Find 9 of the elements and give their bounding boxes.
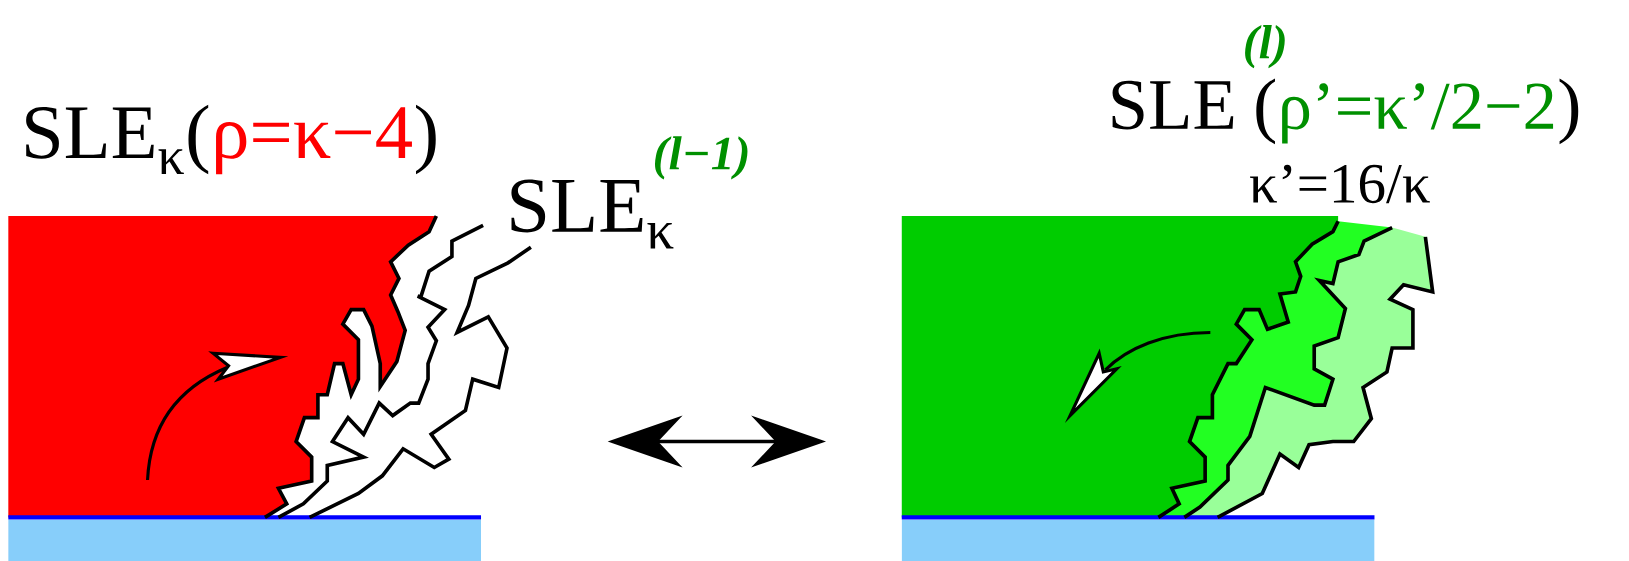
math-label: ρ’=κ’/2−2 — [1282, 83, 1554, 144]
math-label: ) — [1559, 78, 1579, 145]
math-label: κ’=16/κ — [1250, 164, 1430, 204]
math-label: ( — [1256, 78, 1275, 145]
math-label: (l−1) — [655, 136, 748, 180]
math-label: (l) — [1245, 25, 1285, 69]
domain-drawing — [901, 216, 1435, 561]
math-label: SLE — [1112, 80, 1234, 130]
math-label: SLE$_{κ}$ — [511, 179, 674, 249]
